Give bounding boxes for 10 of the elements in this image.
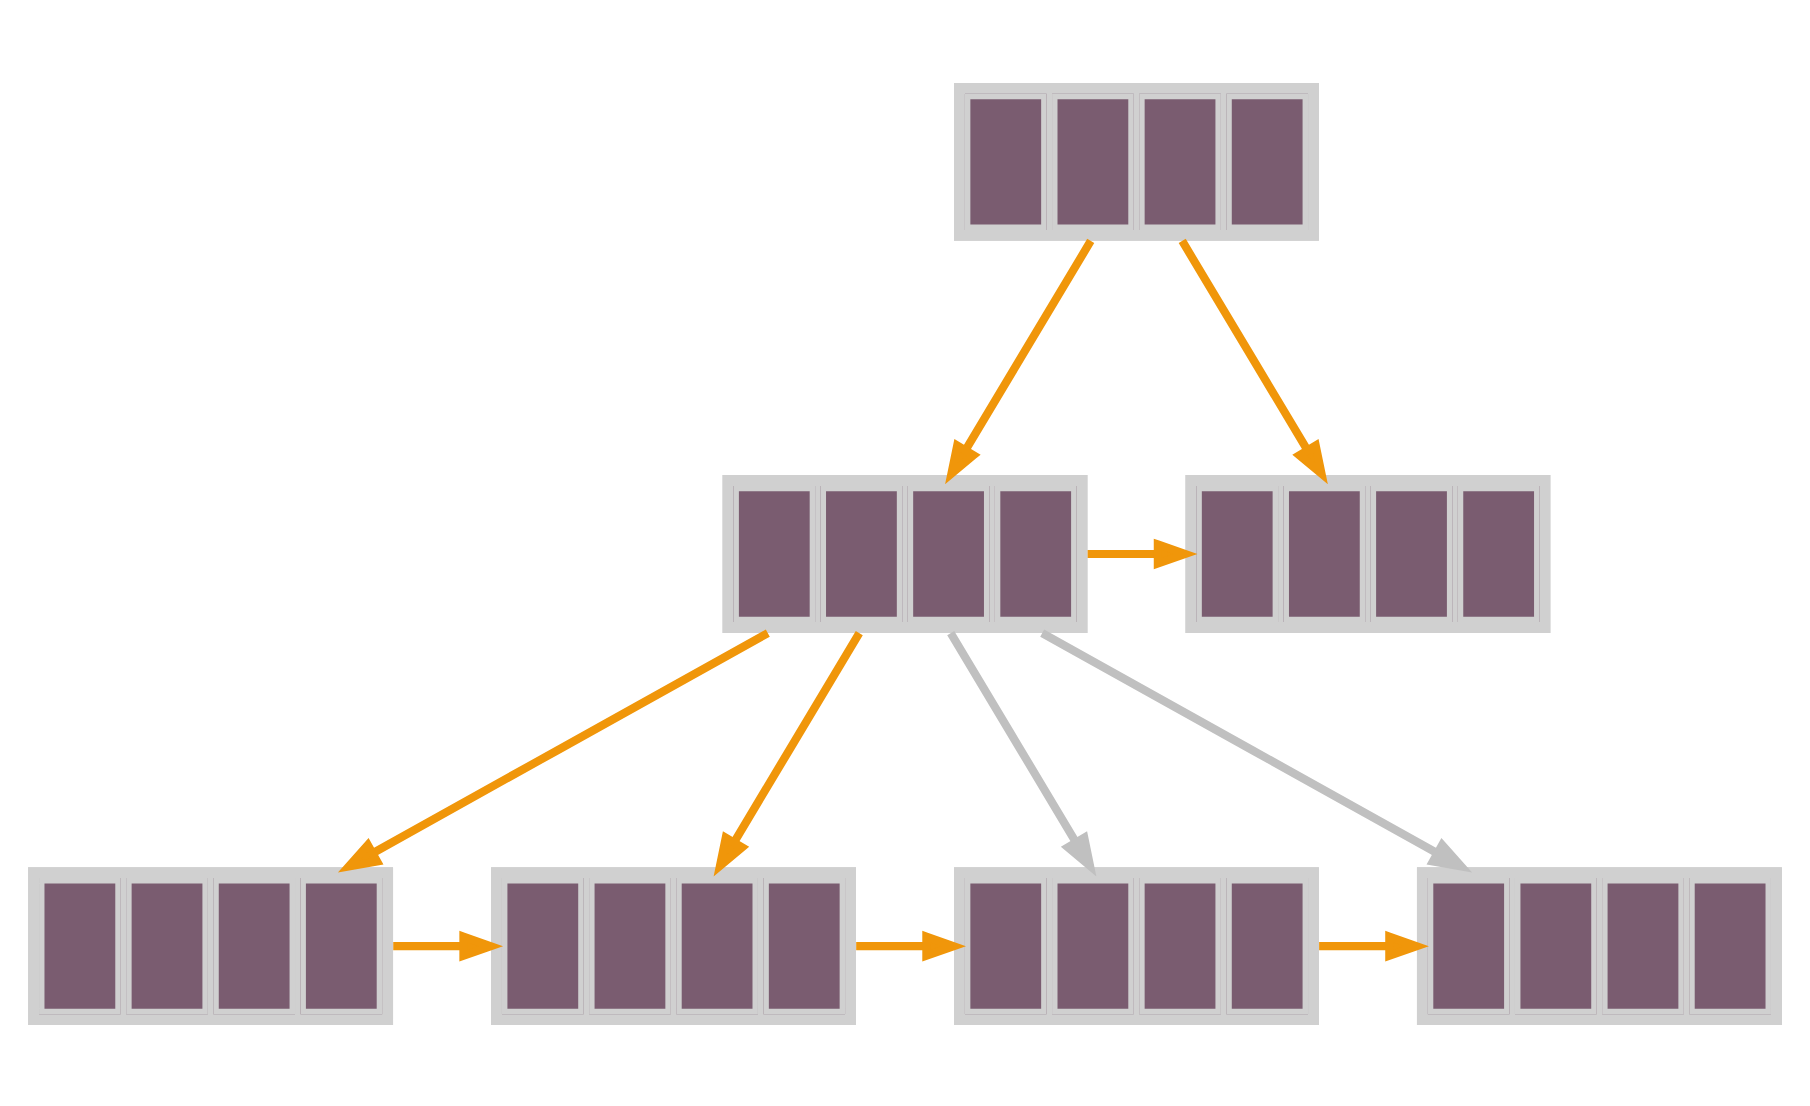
arrow xyxy=(945,237,1095,484)
arrow xyxy=(1319,929,1429,961)
arrow xyxy=(393,929,504,961)
arrow xyxy=(1087,537,1198,569)
arrow xyxy=(1178,237,1328,484)
arrow xyxy=(713,630,863,876)
arrow xyxy=(947,630,1097,876)
arrow xyxy=(337,628,770,872)
arrow xyxy=(856,929,966,961)
arrow xyxy=(1040,628,1473,872)
